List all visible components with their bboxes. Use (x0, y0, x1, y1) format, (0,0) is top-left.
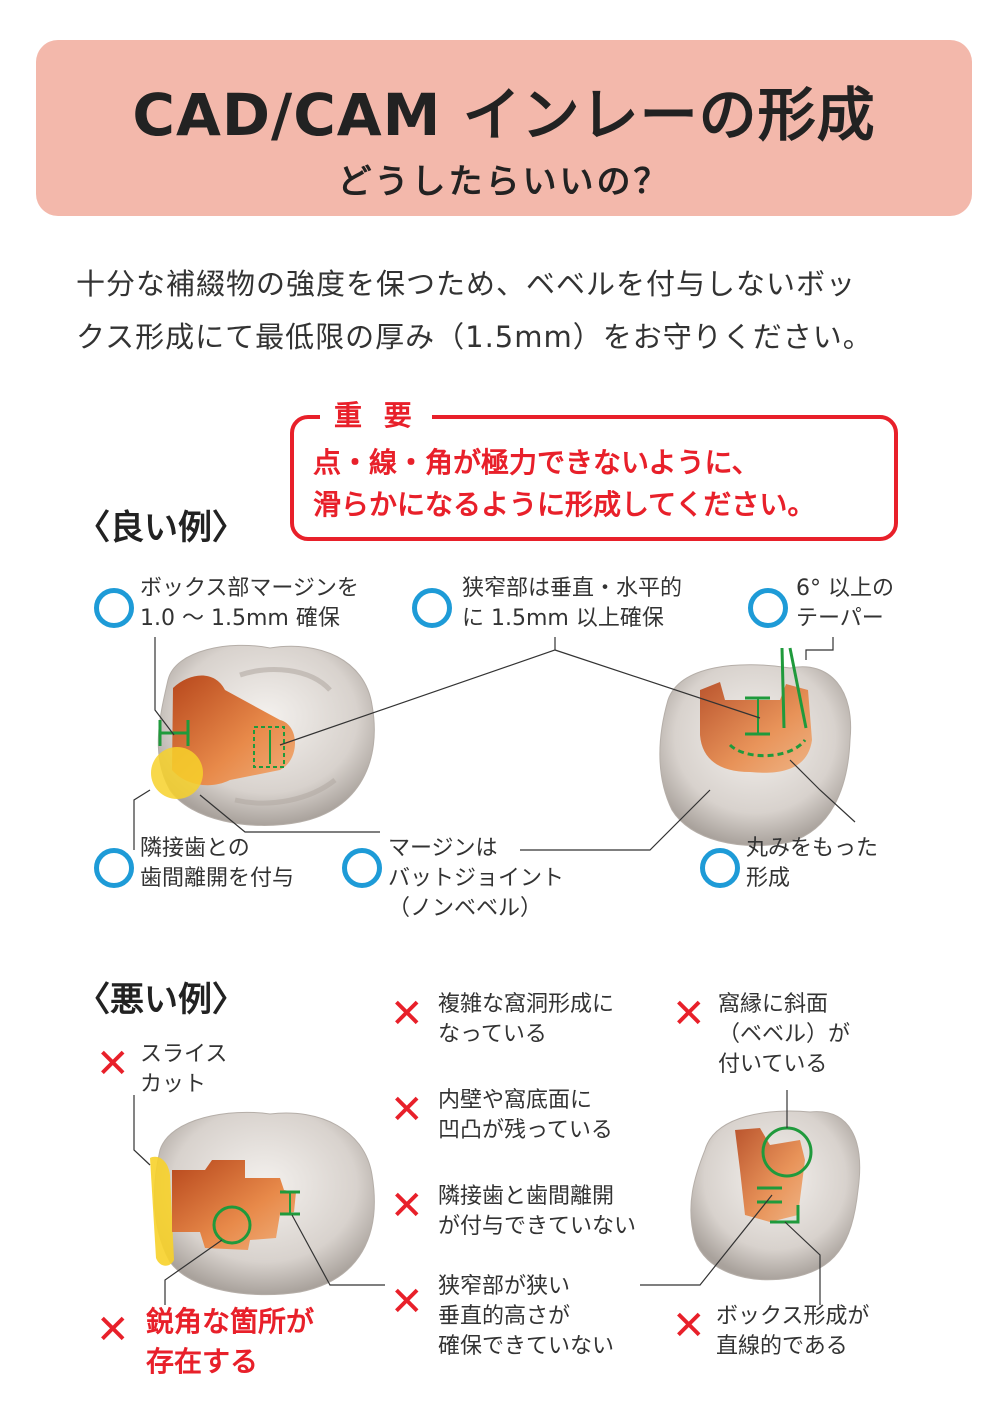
label-line: 狭窄部が狭い (438, 1274, 571, 1299)
good-label-rounded: 丸みをもった 形成 (746, 834, 878, 894)
label-line: テーパー (796, 606, 884, 631)
label-line: に 1.5mm 以上確保 (462, 606, 664, 631)
good-occlusal-tooth (151, 644, 375, 826)
good-mark-icon (342, 848, 382, 888)
good-label-separation: 隣接歯との 歯間離開を付与 (140, 834, 294, 894)
label-line: 鋭角な箇所が (146, 1305, 315, 1338)
label-line: 存在する (146, 1345, 259, 1378)
bad-label-narrow-isthmus: 狭窄部が狭い 垂直的高さが 確保できていない (438, 1272, 614, 1362)
important-line-2: 滑らかになるように形成してください。 (313, 488, 816, 521)
label-line: 付いている (718, 1052, 828, 1077)
good-mark-icon (412, 588, 452, 628)
label-line: 形成 (746, 866, 791, 891)
good-mesial-tooth (659, 647, 852, 846)
good-label-box-margin: ボックス部マージンを 1.0 〜 1.5mm 確保 (140, 574, 359, 634)
bad-label-bevel: 窩縁に斜面 （ベベル）が 付いている (718, 990, 850, 1080)
label-line: 1.0 〜 1.5mm 確保 (140, 606, 340, 631)
good-mark-icon (748, 588, 788, 628)
label-line: 丸みをもった (746, 836, 879, 861)
label-line: スライス (140, 1042, 228, 1067)
label-line: 複雑な窩洞形成に (438, 992, 615, 1017)
bad-leader-lines (133, 1090, 821, 1305)
label-line: 凹凸が残っている (438, 1118, 613, 1143)
label-line: 直線的である (716, 1334, 848, 1359)
bad-example-heading: 〈悪い例〉 (76, 980, 246, 1020)
label-line: ボックス部マージンを (140, 576, 359, 601)
bad-label-complex: 複雑な窩洞形成に なっている (438, 990, 614, 1050)
cross-icon: ✕ (672, 1303, 706, 1349)
label-line: 窩縁に斜面 (718, 992, 829, 1017)
important-line-1: 点・線・角が極力できないように、 (313, 446, 760, 479)
label-line: ボックス形成が (716, 1304, 870, 1329)
bad-label-no-separation: 隣接歯と歯間離開 が付与できていない (438, 1182, 636, 1242)
intro-text: 十分な補綴物の強度を保つため、ベベルを付与しないボッ クス形成にて最低限の厚み（… (76, 258, 956, 364)
good-label-butt-joint: マージンは バットジョイント （ノンベベル） (388, 834, 564, 924)
good-mark-icon (700, 848, 740, 888)
page-subtitle: どうしたらいいの？ (337, 162, 671, 202)
label-line: 6° 以上の (796, 576, 894, 601)
cross-icon: ✕ (390, 1279, 424, 1325)
label-line: 隣接歯と歯間離開 (438, 1184, 615, 1209)
intro-line-1: 十分な補綴物の強度を保つため、ベベルを付与しないボッ (76, 267, 857, 301)
label-line: 確保できていない (438, 1334, 615, 1359)
good-leader-lines (133, 637, 856, 851)
good-mark-icon (94, 848, 134, 888)
good-label-taper: 6° 以上の テーパー (796, 574, 894, 634)
label-line: 隣接歯との (140, 836, 250, 861)
bad-label-straight-box: ボックス形成が 直線的である (716, 1302, 869, 1362)
label-line: 狭窄部は垂直・水平的 (462, 576, 683, 601)
good-mark-icon (94, 588, 134, 628)
label-line: （ベベル）が (718, 1022, 851, 1047)
good-label-isthmus: 狭窄部は垂直・水平的 に 1.5mm 以上確保 (462, 574, 682, 634)
label-line: 内壁や窩底面に (438, 1088, 593, 1113)
label-line: マージンは (388, 836, 498, 861)
bad-mesial-tooth (690, 1110, 861, 1281)
label-line: バットジョイント (388, 866, 565, 891)
important-box (290, 415, 898, 541)
page-title: CAD/CAM インレーの形成 (132, 81, 876, 149)
label-line: が付与できていない (438, 1214, 637, 1239)
cross-icon: ✕ (672, 991, 706, 1037)
label-line: （ノンベベル） (388, 896, 543, 921)
label-line: 歯間離開を付与 (140, 866, 295, 891)
cross-icon: ✕ (390, 1087, 424, 1133)
label-line: 垂直的高さが (438, 1304, 571, 1329)
bad-label-sharp-angle: 鋭角な箇所が 存在する (146, 1302, 314, 1382)
header-banner: CAD/CAM インレーの形成 どうしたらいいの？ (36, 40, 972, 216)
intro-line-2: クス形成にて最低限の厚み（1.5mm）をお守りください。 (76, 320, 873, 354)
cross-icon: ✕ (96, 1041, 130, 1087)
bad-label-slice-cut: スライス カット (140, 1040, 227, 1100)
good-example-heading: 〈良い例〉 (76, 508, 246, 548)
bad-label-uneven: 内壁や窩底面に 凹凸が残っている (438, 1086, 613, 1146)
cross-icon: ✕ (390, 991, 424, 1037)
label-line: カット (140, 1072, 207, 1097)
important-label: 重 要 (320, 394, 432, 434)
cross-icon: ✕ (96, 1307, 130, 1353)
label-line: なっている (438, 1022, 547, 1047)
important-text: 点・線・角が極力できないように、 滑らかになるように形成してください。 (313, 442, 883, 526)
cross-icon: ✕ (390, 1183, 424, 1229)
